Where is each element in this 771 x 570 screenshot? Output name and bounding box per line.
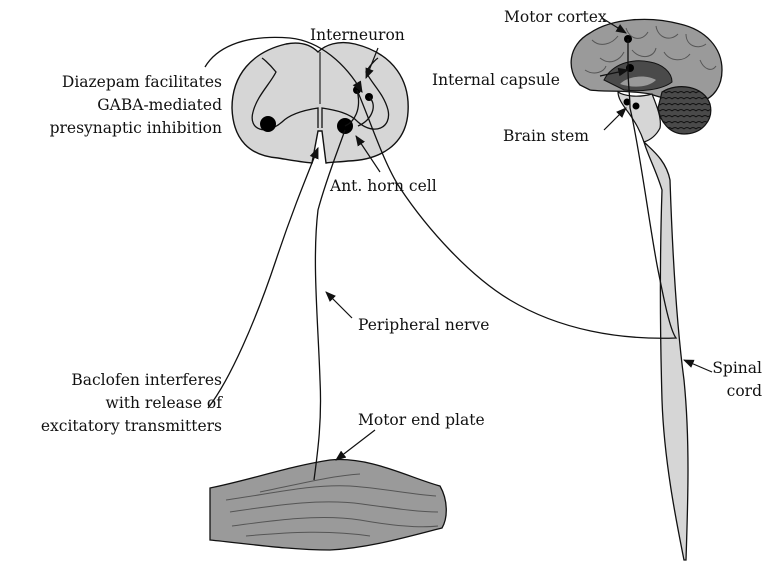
ant-horn-cell-label: Ant. horn cell bbox=[329, 177, 437, 195]
muscle-body bbox=[210, 460, 446, 550]
left-motor-neuron bbox=[260, 116, 276, 132]
motor-cortex-label: Motor cortex bbox=[504, 8, 607, 26]
diazepam-note-line-3: presynaptic inhibition bbox=[50, 119, 222, 137]
brain-stem-dot-2 bbox=[633, 103, 640, 110]
interneuron-label: Interneuron bbox=[310, 26, 405, 44]
peripheral-nerve-label: Peripheral nerve bbox=[358, 316, 489, 334]
internal-capsule-label: Internal capsule bbox=[432, 71, 560, 89]
spinal-cord-label-line-2: cord bbox=[727, 382, 762, 400]
baclofen-note-line-1: Baclofen interferes bbox=[71, 371, 222, 389]
baclofen-note-line-3: excitatory transmitters bbox=[41, 417, 222, 435]
diazepam-note-line-2: GABA-mediated bbox=[97, 96, 222, 114]
baclofen-note-line-2: with release of bbox=[106, 394, 224, 412]
spinal-cord-body bbox=[644, 142, 688, 560]
brain-stem-shape bbox=[618, 92, 660, 142]
diazepam-note-line-1: Diazepam facilitates bbox=[62, 73, 222, 91]
brain bbox=[571, 19, 722, 142]
brain-stem-arrow bbox=[604, 108, 626, 130]
spinal-cord-arrow bbox=[684, 360, 712, 372]
spinal-cord-label-line-1: Spinal bbox=[712, 359, 762, 377]
motor-end-plate-arrow bbox=[336, 430, 375, 460]
internal-capsule-dot bbox=[626, 64, 634, 72]
motor-end-plate-label: Motor end plate bbox=[358, 411, 485, 429]
peripheral-nerve-arrow bbox=[326, 292, 352, 318]
muscle bbox=[210, 460, 446, 550]
brain-stem-label: Brain stem bbox=[503, 127, 589, 145]
spinal-cord-cross-section bbox=[232, 43, 408, 163]
baclofen-pointer bbox=[208, 148, 318, 408]
cerebellum bbox=[658, 87, 711, 134]
